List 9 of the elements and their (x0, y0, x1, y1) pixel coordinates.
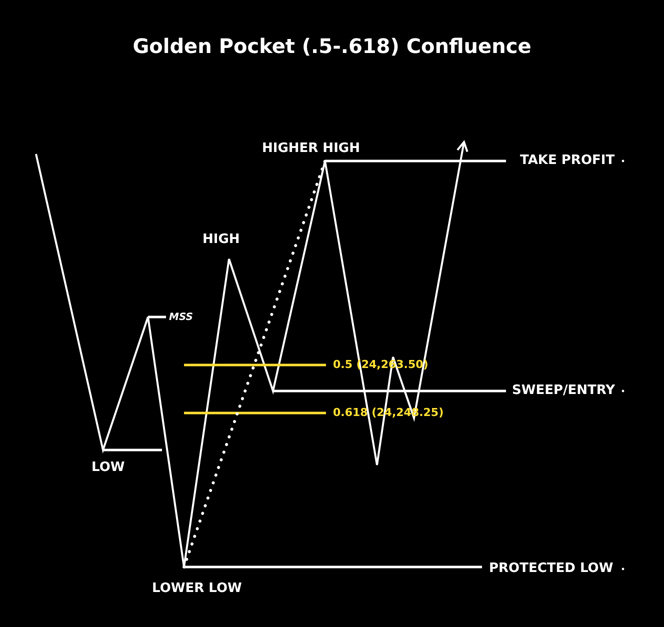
swing-label: HIGH (202, 232, 240, 248)
swing-label: LOW (92, 460, 125, 476)
level-label: TAKE PROFIT (520, 153, 615, 169)
swing-label: HIGHER HIGH (262, 141, 360, 157)
swing-label: LOWER LOW (152, 581, 242, 597)
swing-label: MSS (169, 311, 193, 325)
chart-title: Golden Pocket (.5-.618) Confluence (132, 34, 532, 58)
level-label: PROTECTED LOW (489, 561, 614, 577)
level-label: SWEEP/ENTRY (512, 383, 616, 399)
